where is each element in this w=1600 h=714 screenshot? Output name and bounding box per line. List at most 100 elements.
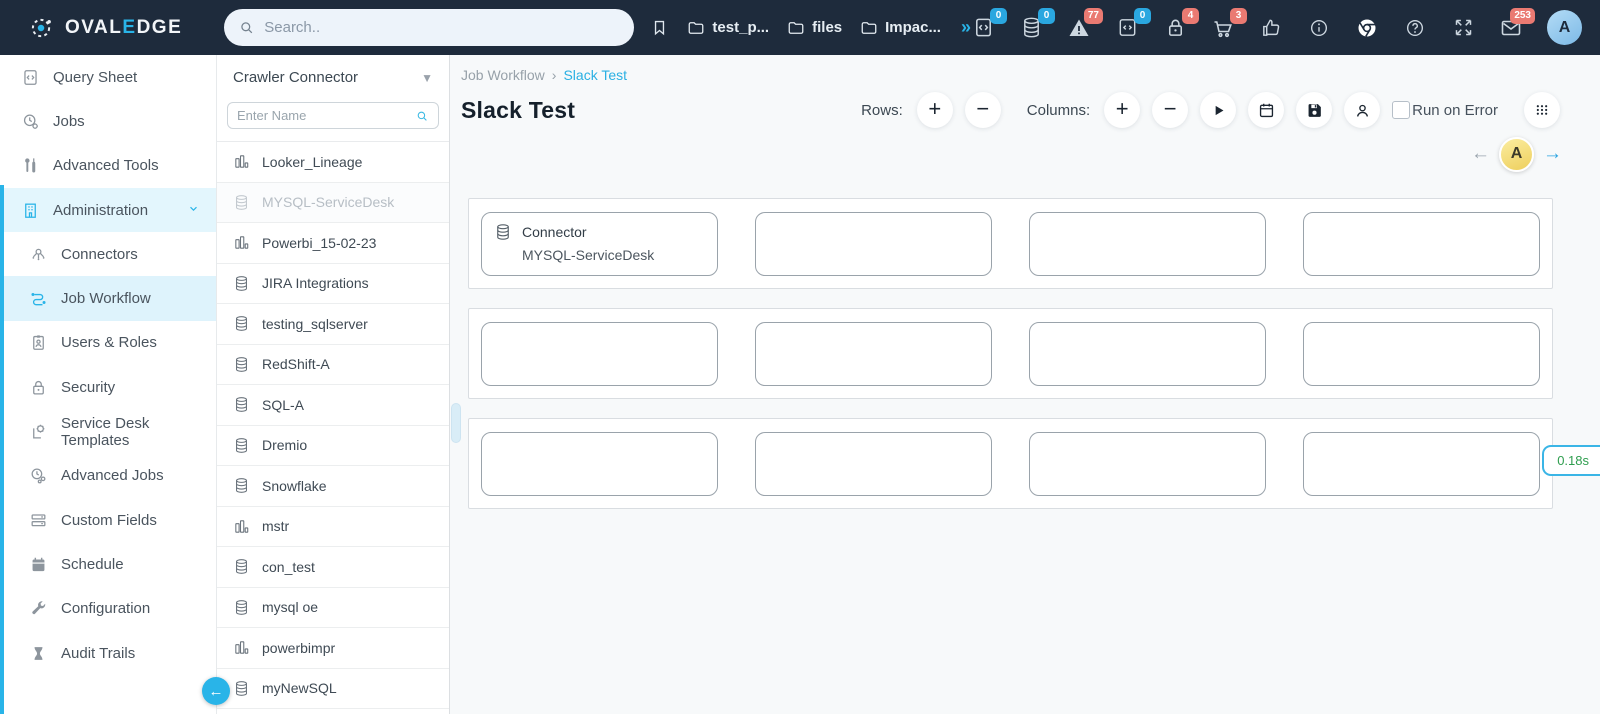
workflow-cell-empty[interactable] [1303, 211, 1540, 276]
sidebar-item-schedule[interactable]: Schedule [0, 542, 216, 586]
workflow-cell-empty[interactable] [1029, 321, 1266, 386]
tab-impact[interactable]: Impac... [860, 19, 941, 37]
run-on-error-checkbox[interactable] [1392, 101, 1411, 119]
workflow-cell-empty[interactable] [481, 321, 718, 386]
save-button[interactable] [1296, 92, 1333, 128]
workflow-cell-empty[interactable] [1029, 431, 1266, 496]
breadcrumb-separator: › [551, 67, 557, 83]
connector-item[interactable]: Looker_Lineage [217, 142, 449, 183]
connector-search[interactable] [227, 102, 439, 129]
sidebar-item-query-sheet[interactable]: Query Sheet [0, 55, 216, 99]
workflow-cell-empty[interactable] [755, 431, 992, 496]
connector-item[interactable]: RedShift-A [217, 344, 449, 385]
sidebar-item-audit-trails[interactable]: Audit Trails [0, 631, 216, 675]
chart-icon [232, 153, 250, 171]
more-tabs-chevron-icon[interactable]: » [960, 17, 971, 37]
sidebar-item-custom-fields[interactable]: Custom Fields [0, 498, 216, 542]
workflow-cell-empty[interactable] [481, 431, 718, 496]
job-workflow-icon [28, 289, 48, 309]
database-icon [232, 274, 250, 292]
remove-row-button[interactable]: − [964, 92, 1001, 128]
mail-icon[interactable]: 253 [1499, 7, 1535, 40]
connector-search-input[interactable] [237, 108, 409, 123]
lock-badge: 4 [1182, 7, 1199, 24]
database-icon[interactable]: 0 [1019, 7, 1055, 40]
sidebar-item-connectors[interactable]: Connectors [0, 232, 216, 276]
pager-avatar[interactable]: A [1499, 136, 1534, 172]
workflow-grid: Connector MYSQL-ServiceDesk [468, 198, 1553, 509]
database-icon [232, 477, 250, 495]
workflow-cell-empty[interactable] [1303, 431, 1540, 496]
sidebar-item-advanced-tools[interactable]: Advanced Tools [0, 144, 216, 188]
add-column-button[interactable]: + [1104, 92, 1141, 128]
pager-prev-arrow-icon[interactable]: ← [1471, 143, 1490, 164]
workflow-cell-empty[interactable] [755, 211, 992, 276]
database-icon [232, 315, 250, 333]
run-button[interactable] [1200, 92, 1237, 128]
connectors-icon [28, 244, 48, 264]
global-search[interactable] [224, 9, 635, 46]
connector-item[interactable]: myNewSQL [217, 668, 449, 709]
connector-item[interactable]: Powerbi_15-02-23 [217, 223, 449, 264]
sidebar-item-advanced-jobs[interactable]: Advanced Jobs [0, 454, 216, 498]
info-icon[interactable] [1307, 16, 1331, 40]
connector-item[interactable]: con_test [217, 547, 449, 588]
panel-scrollbar-thumb[interactable] [451, 403, 461, 443]
remove-column-button[interactable]: − [1152, 92, 1189, 128]
sidebar-item-security[interactable]: Security [0, 365, 216, 409]
search-icon [238, 19, 255, 36]
connector-item[interactable]: SQL-A [217, 385, 449, 426]
search-input[interactable] [264, 19, 621, 36]
connector-item[interactable]: Snowflake [217, 466, 449, 507]
pager-next-arrow-icon[interactable]: → [1543, 143, 1562, 164]
bookmark-icon[interactable] [650, 18, 669, 37]
workflow-cell-empty[interactable] [1303, 321, 1540, 386]
assign-user-button[interactable] [1344, 92, 1381, 128]
ovaledge-logo-icon [26, 13, 56, 43]
query-box-icon[interactable]: 0 [971, 7, 1007, 40]
schedule-button[interactable] [1248, 92, 1285, 128]
lock-icon[interactable]: 4 [1163, 7, 1199, 40]
connector-item[interactable]: powerbimpr [217, 628, 449, 669]
alert-triangle-icon[interactable]: 77 [1067, 7, 1103, 40]
thumbs-up-icon[interactable] [1259, 16, 1283, 40]
sidebar-item-configuration[interactable]: Configuration [0, 587, 216, 631]
tab-files[interactable]: files [787, 19, 842, 37]
connector-item[interactable]: mstr [217, 506, 449, 547]
search-icon [415, 109, 429, 123]
chart-icon [232, 517, 250, 535]
code-box-icon[interactable]: 0 [1115, 7, 1151, 40]
workflow-cell-filled[interactable]: Connector MYSQL-ServiceDesk [481, 211, 718, 276]
sidebar-item-job-workflow[interactable]: Job Workflow [0, 276, 216, 321]
workflow-cell-empty[interactable] [755, 321, 992, 386]
tab-test-p[interactable]: test_p... [687, 19, 769, 37]
workflow-cell-empty[interactable] [1029, 211, 1266, 276]
sidebar-item-administration[interactable]: Administration [0, 187, 216, 233]
browser-icon[interactable] [1355, 16, 1379, 40]
panel-caret-icon[interactable]: ▼ [421, 70, 433, 85]
user-avatar[interactable]: A [1547, 10, 1582, 45]
database-icon [494, 223, 512, 241]
connector-item[interactable]: mysql oe [217, 587, 449, 628]
connector-item[interactable]: testing_sqlserver [217, 304, 449, 345]
grid-dots-button[interactable] [1524, 92, 1560, 128]
sidebar-collapse-button[interactable]: ← [202, 677, 230, 705]
expand-icon[interactable] [1451, 16, 1475, 40]
brand-logo[interactable]: OVALEDGE [26, 13, 182, 43]
connector-item[interactable]: MYSQL-ServiceDesk [217, 182, 449, 223]
top-navbar: OVALEDGE test_p... files Impac... » 0 0 … [0, 0, 1600, 55]
connector-item[interactable]: Dremio [217, 425, 449, 466]
connector-item[interactable]: JIRA Integrations [217, 263, 449, 304]
breadcrumb-parent[interactable]: Job Workflow [461, 67, 545, 83]
help-icon[interactable] [1403, 16, 1427, 40]
workflow-row-2 [468, 308, 1553, 399]
add-row-button[interactable]: + [916, 92, 953, 128]
cart-icon[interactable]: 3 [1211, 7, 1247, 40]
breadcrumb-current[interactable]: Slack Test [563, 67, 627, 83]
sidebar-item-jobs[interactable]: Jobs [0, 99, 216, 143]
chevron-down-icon [187, 202, 200, 219]
security-lock-icon [28, 377, 48, 397]
sidebar-item-service-desk-templates[interactable]: Service Desk Templates [0, 409, 216, 453]
sidebar-item-users-roles[interactable]: Users & Roles [0, 321, 216, 365]
audit-trails-hourglass-icon [28, 643, 48, 663]
